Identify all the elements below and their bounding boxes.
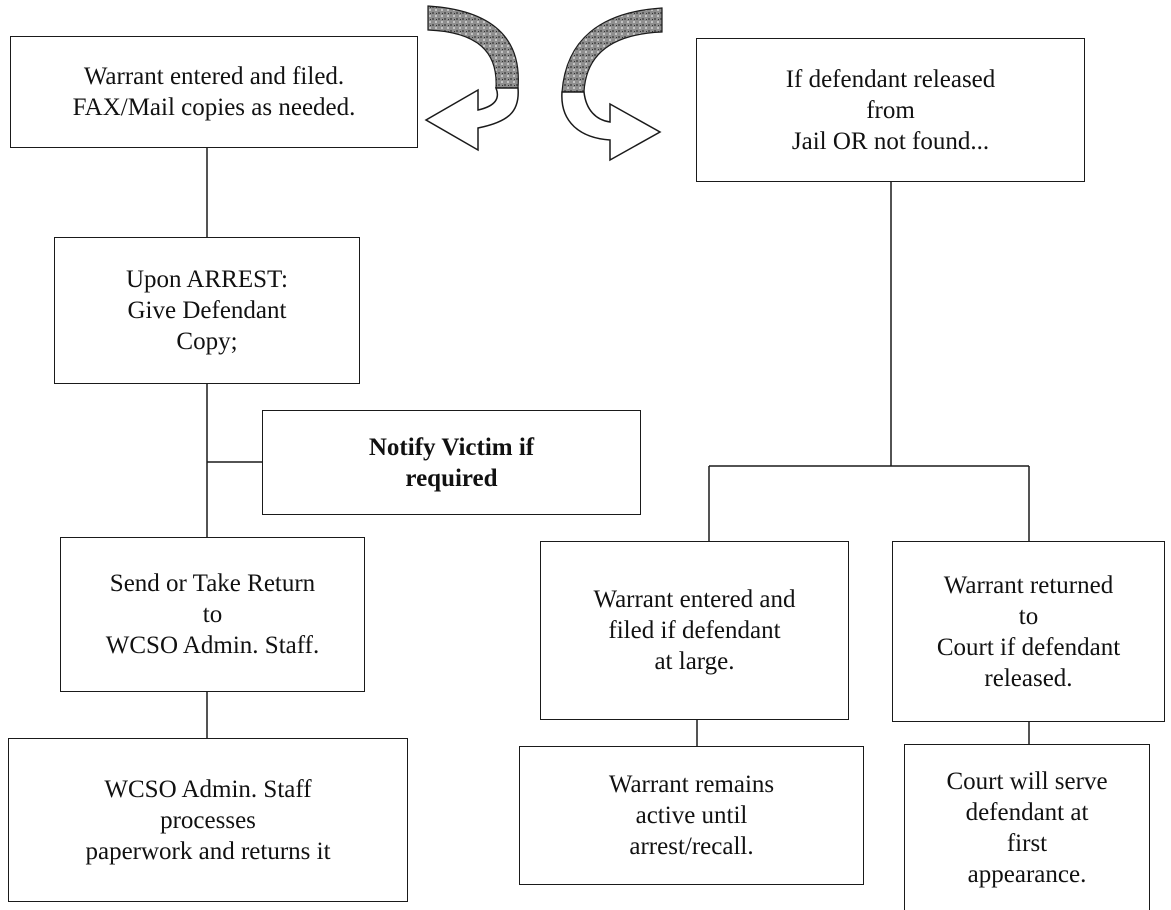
box-at-large-text: Warrant entered and filed if defendant a… [593,584,795,677]
text-line: Jail OR not found... [791,127,990,155]
text-line: WCSO Admin. Staff. [105,632,320,659]
box-court-serve-text: Court will serve defendant at first appe… [946,766,1107,890]
text-line: at large. [654,648,735,675]
box-upon-arrest-text: Upon ARREST: Give Defendant Copy; [126,264,288,357]
text-line: required [405,464,498,492]
text-line: Court if defendant [936,633,1121,661]
text-line: If defendant released [785,65,996,93]
box-warrant-filed: Warrant entered and filed. FAX/Mail copi… [10,36,418,148]
text-line: appearance. [967,860,1087,888]
box-released-or-not-found: If defendant released from Jail OR not f… [696,38,1085,182]
box-returned-to-court: Warrant returned to Court if defendant r… [892,541,1165,722]
text-line: Send or Take Return [109,570,316,597]
curved-arrow-right-icon [561,7,663,162]
text-line: WCSO Admin. Staff [104,775,312,803]
box-warrant-filed-text: Warrant entered and filed. FAX/Mail copi… [73,61,356,123]
text-line: Warrant returned [943,571,1114,599]
text-line: Court will serve [946,767,1108,795]
text-line: Upon ARREST: [126,266,288,293]
box-remains-active: Warrant remains active until arrest/reca… [519,746,864,885]
text-line: Warrant entered and [593,586,796,613]
text-line: Warrant remains [608,771,775,798]
text-line: Warrant entered and filed. [83,63,345,90]
curved-arrow-left-icon [424,5,519,152]
box-court-serve: Court will serve defendant at first appe… [904,744,1150,910]
box-released-or-not-found-text: If defendant released from Jail OR not f… [786,64,996,157]
text-line: filed if defendant [608,617,781,644]
box-admin-processes: WCSO Admin. Staff processes paperwork an… [8,738,408,902]
box-send-return-text: Send or Take Return to WCSO Admin. Staff… [106,568,319,661]
text-line: Copy; [176,328,238,355]
box-notify-victim-text: Notify Victim if required [369,432,534,494]
box-remains-active-text: Warrant remains active until arrest/reca… [609,769,774,862]
box-notify-victim: Notify Victim if required [262,410,641,515]
box-upon-arrest: Upon ARREST: Give Defendant Copy; [54,237,360,384]
text-line: processes [160,806,256,834]
text-line: defendant at [965,798,1089,826]
text-line: first [1006,829,1048,857]
text-line: Notify Victim if [368,433,535,461]
box-at-large: Warrant entered and filed if defendant a… [540,541,849,720]
text-line: from [866,96,915,124]
text-line: released. [984,664,1073,692]
text-line: arrest/recall. [629,833,754,860]
text-line: Give Defendant [127,297,287,324]
box-admin-processes-text: WCSO Admin. Staff processes paperwork an… [85,774,330,867]
text-line: to [202,601,223,628]
text-line: FAX/Mail copies as needed. [72,94,356,121]
box-send-return: Send or Take Return to WCSO Admin. Staff… [60,537,365,692]
text-line: active until [635,802,748,829]
box-returned-to-court-text: Warrant returned to Court if defendant r… [937,570,1120,694]
text-line: to [1018,602,1039,630]
text-line: paperwork and returns it [85,837,331,865]
